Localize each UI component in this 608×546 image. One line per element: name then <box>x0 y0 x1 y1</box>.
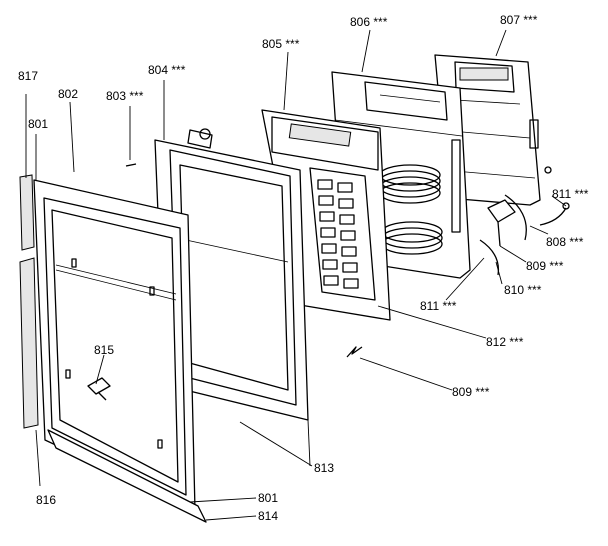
label-814: 814 <box>258 509 278 523</box>
label-809-bottom: 809 *** <box>452 385 490 399</box>
part-810-bracket <box>487 166 570 247</box>
label-801-bottom: 801 <box>258 491 278 505</box>
label-809-right: 809 *** <box>526 259 564 273</box>
label-804: 804 *** <box>148 63 186 77</box>
part-814-strip <box>47 429 207 523</box>
label-811-right: 811 *** <box>552 187 589 201</box>
part-816-strip <box>19 257 39 429</box>
label-812: 812 *** <box>486 335 524 349</box>
label-802: 802 <box>58 87 78 101</box>
label-803: 803 *** <box>106 89 144 103</box>
label-815: 815 <box>94 343 114 357</box>
label-811-bottom: 811 *** <box>420 299 457 313</box>
label-816: 816 <box>36 493 56 507</box>
keypad <box>309 167 376 301</box>
callout-labels: 817 801 802 803 *** 804 *** 805 *** 806 … <box>18 13 589 523</box>
label-808: 808 *** <box>546 235 584 249</box>
part-802-door-frame <box>33 179 196 511</box>
part-809-spring <box>346 346 363 358</box>
part-803-screw <box>125 163 137 167</box>
part-817-strip <box>19 174 35 251</box>
label-801-top: 801 <box>28 117 48 131</box>
label-810: 810 *** <box>504 283 542 297</box>
label-807: 807 *** <box>500 13 538 27</box>
label-805: 805 *** <box>262 37 300 51</box>
label-806: 806 *** <box>350 15 388 29</box>
leader-lines <box>25 29 567 521</box>
label-817: 817 <box>18 69 38 83</box>
label-813: 813 <box>314 461 334 475</box>
part-804-inner-frame <box>154 128 309 421</box>
